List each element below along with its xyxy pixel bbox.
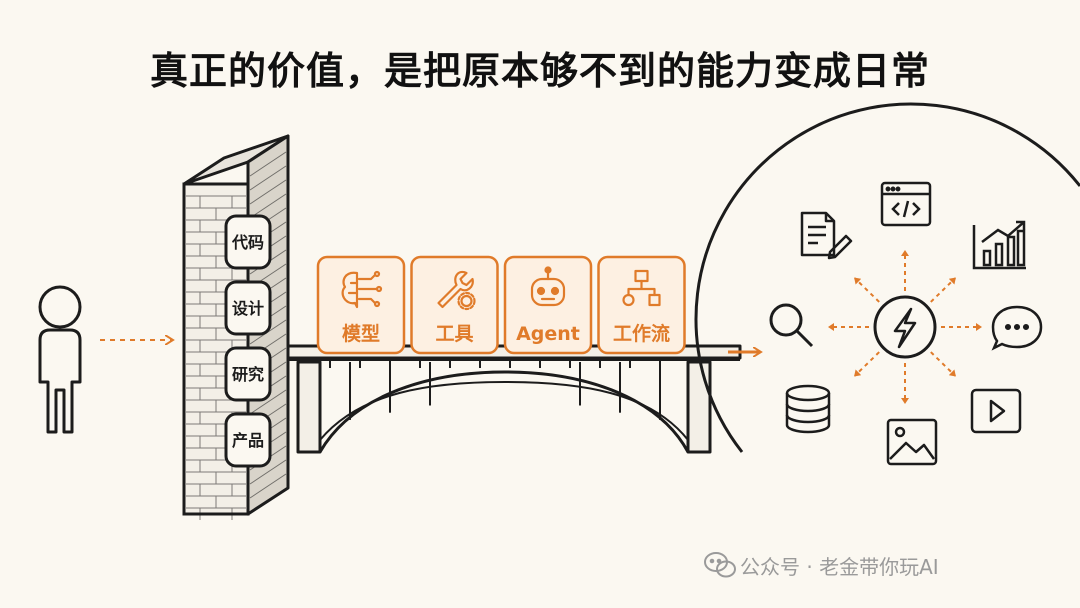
watermark: 公众号 · 老金带你玩AI: [700, 551, 939, 579]
tool-label: Agent: [516, 323, 580, 345]
video-play-icon: [970, 388, 1022, 434]
page-title: 真正的价值，是把原本够不到的能力变成日常: [149, 49, 930, 93]
wall-label: 设计: [232, 299, 264, 318]
chat-bubble-icon: [991, 305, 1043, 351]
tool-box: Agent: [503, 255, 593, 355]
hub-circle: [694, 102, 1080, 453]
wechat-icon: [704, 552, 736, 578]
hub-arrow: [930, 351, 956, 377]
watermark-text: 公众号 · 老金带你玩AI: [740, 554, 939, 579]
wall-label-box: 产品: [224, 412, 272, 468]
tool-label: 工具: [435, 323, 473, 345]
search-icon: [769, 303, 814, 348]
code-window-icon: [880, 181, 932, 227]
wrench-gear-icon: [437, 270, 476, 311]
wall-label-box: 代码: [224, 214, 272, 270]
hub-arrow: [930, 277, 956, 303]
lightning-icon: [873, 295, 937, 359]
brain-icon: [341, 270, 383, 309]
tool-box: 工作流: [597, 255, 686, 355]
wall-label-box: 设计: [224, 280, 272, 336]
robot-icon: [530, 266, 566, 307]
wall-label: 产品: [232, 431, 264, 450]
person-icon: [38, 285, 82, 434]
bar-chart-icon: [972, 220, 1026, 270]
hub-arrow: [854, 277, 880, 303]
image-icon: [886, 418, 938, 466]
wall-label-box: 研究: [224, 346, 272, 402]
wall-label: 研究: [232, 365, 264, 384]
tool-box: 工具: [410, 255, 499, 355]
tool-label: 工作流: [613, 322, 670, 345]
wall-label: 代码: [231, 233, 264, 252]
tool-label: 模型: [342, 322, 380, 345]
hub-arrow: [854, 351, 880, 377]
bridge: [286, 344, 742, 454]
flowchart-icon: [622, 269, 661, 307]
tool-box: 模型: [316, 255, 406, 355]
document-pen-icon: [800, 211, 853, 260]
database-icon: [785, 384, 831, 434]
